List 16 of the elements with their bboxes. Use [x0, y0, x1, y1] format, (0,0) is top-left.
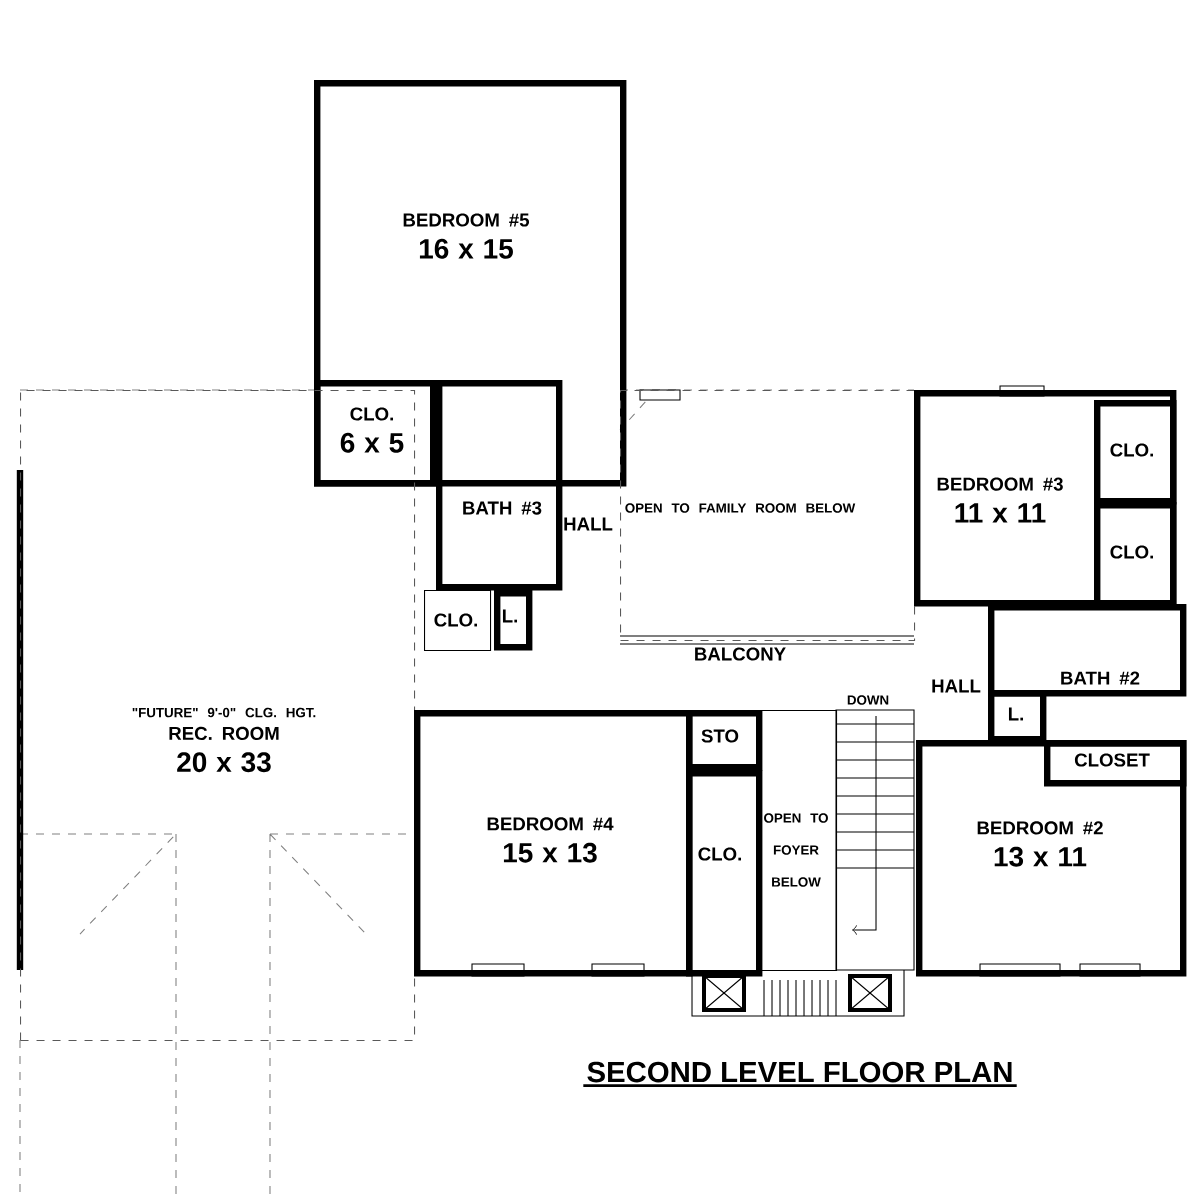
title: SECOND LEVEL FLOOR PLAN [587, 1061, 1012, 1083]
room-outline: BEDROOM #4 15 x 13 [414, 710, 693, 977]
room-outline: CLOSET [1044, 740, 1187, 787]
room-label: BALCONY [695, 647, 786, 661]
room-outline: CLO. 6 x 5 [314, 380, 437, 487]
room-outline: BATH #3 [436, 380, 563, 591]
room-outline: L. [988, 690, 1047, 743]
room-outline: CLO. [686, 770, 763, 977]
room-outline: CLO. [1094, 400, 1177, 505]
room-outline: BATH #2 [988, 604, 1187, 697]
room-outline: CLO. [424, 590, 492, 652]
room-label: HALL [564, 517, 613, 531]
room-outline: CLO. [1094, 502, 1177, 607]
room-outline: L. [494, 590, 533, 651]
room-label: HALL [932, 679, 981, 693]
room-outline: STO [686, 710, 763, 771]
